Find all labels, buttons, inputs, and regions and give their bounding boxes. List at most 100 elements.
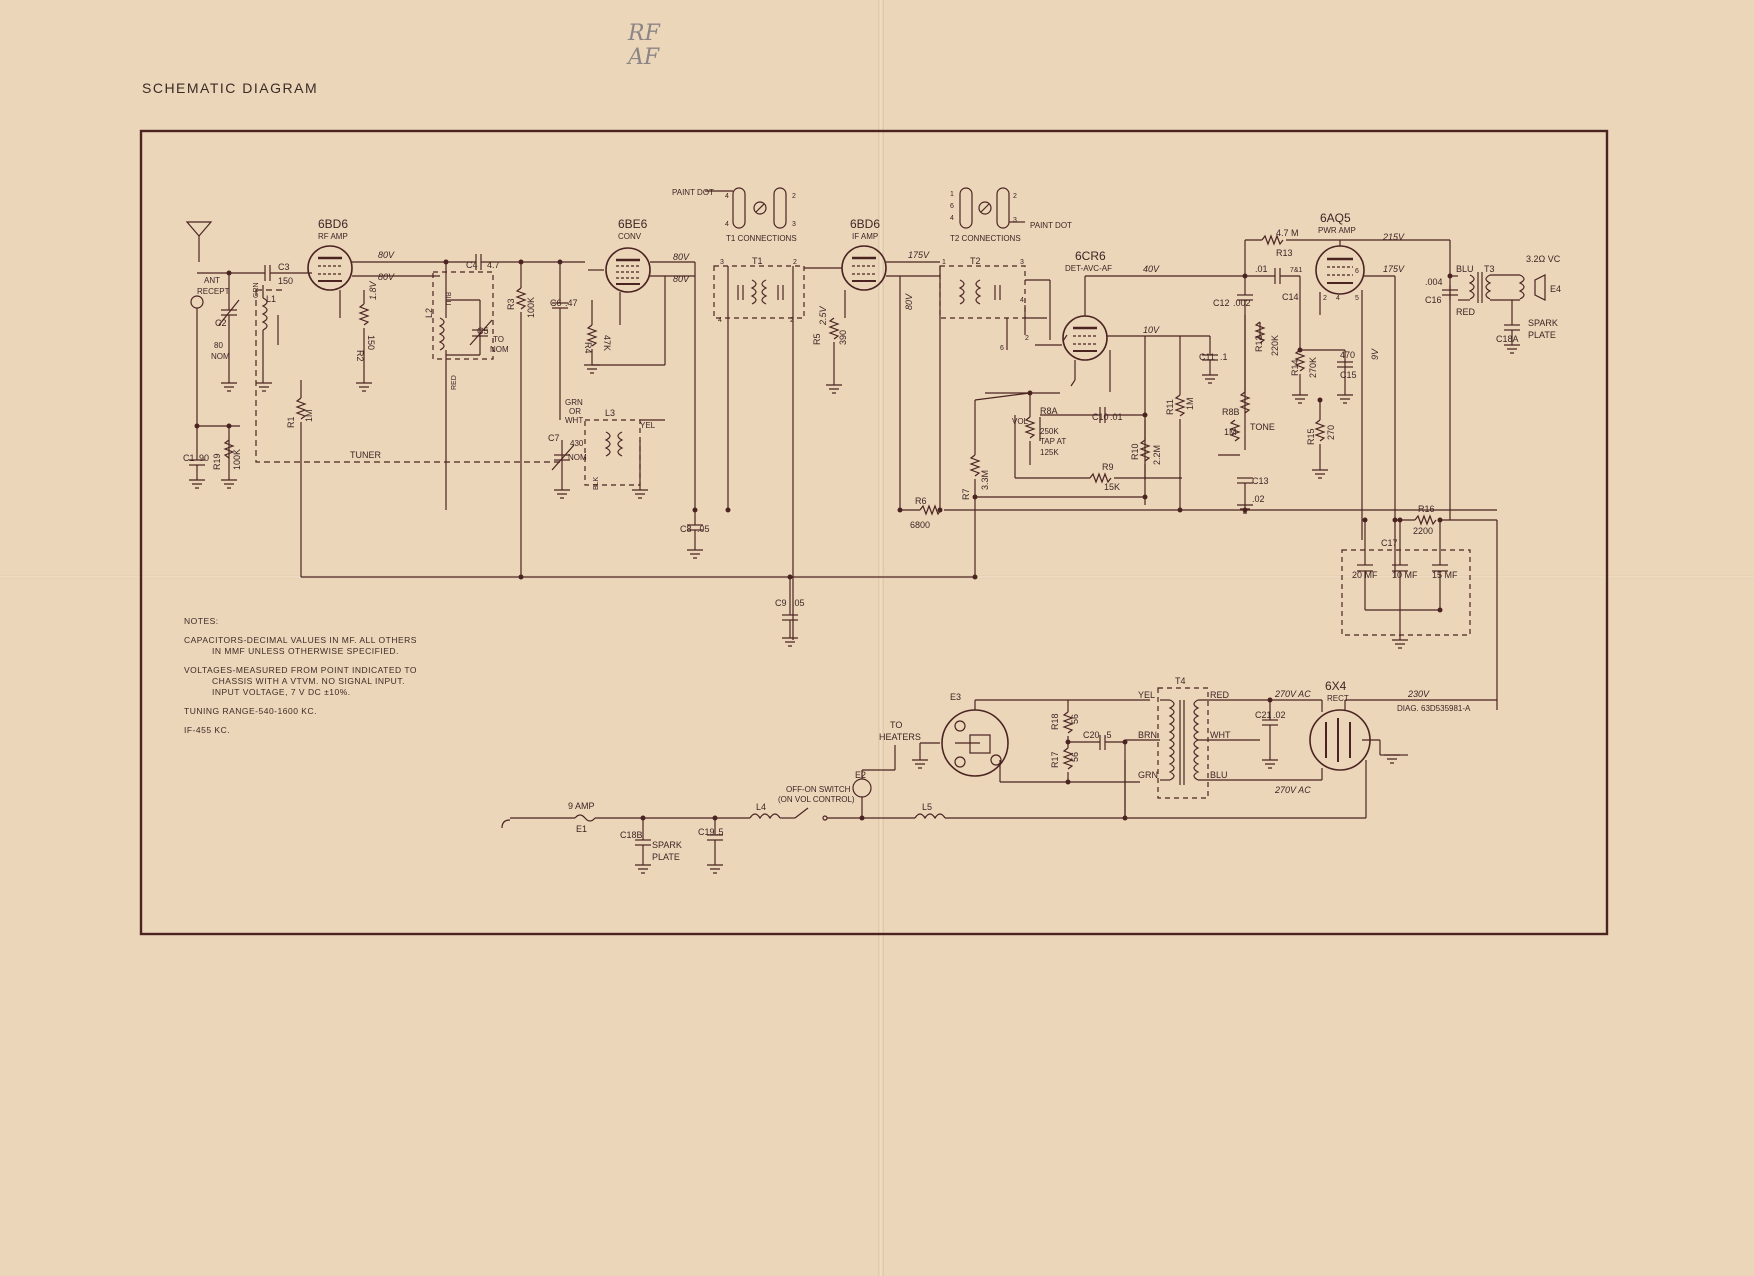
label-red-t4: RED: [1210, 690, 1230, 700]
label-blk: BLK: [593, 476, 600, 490]
svg-text:3: 3: [1013, 217, 1017, 224]
label-v10: 10V: [1143, 325, 1160, 335]
tube-v1-type: 6BD6: [318, 217, 348, 231]
label-r2v: 150: [366, 335, 376, 350]
label-c4v: 4.7: [487, 260, 500, 270]
label-c3: C3: [278, 262, 290, 272]
label-grn: GRN: [253, 282, 260, 298]
tube-v6-role: RECT: [1327, 694, 1349, 703]
label-c17: C17: [1381, 538, 1398, 548]
label-c13: C13: [1252, 476, 1269, 486]
label-paint-dot-2: PAINT DOT: [1030, 221, 1072, 230]
tube-v6-type: 6X4: [1325, 679, 1347, 693]
label-c6: C6: [550, 298, 562, 308]
svg-text:2: 2: [790, 317, 794, 324]
label-c18b: C18B: [620, 830, 643, 840]
component-labels: 6BD6 RF AMP 6BE6 CONV 6BD6 IF AMP 6CR6 D…: [183, 188, 1561, 862]
label-switch-1: OFF-ON SWITCH: [786, 785, 851, 794]
diagram-border: [139, 129, 1609, 936]
label-r13v: 4.7 M: [1276, 228, 1299, 238]
label-c16v: .004: [1425, 277, 1443, 287]
label-c2v1: 80: [214, 341, 223, 350]
label-to-heaters-2: HEATERS: [879, 732, 921, 742]
label-t1-conn: T1 CONNECTIONS: [726, 234, 797, 243]
tube-v5-role: PWR AMP: [1318, 226, 1356, 235]
label-r19: R19: [212, 453, 222, 470]
ground-symbols: [189, 334, 1520, 874]
svg-text:3: 3: [1020, 259, 1024, 266]
label-c15v: 470: [1340, 350, 1355, 360]
label-to: TO: [493, 335, 504, 344]
label-grn-t4: GRN: [1138, 770, 1158, 780]
label-r11: R11: [1165, 399, 1175, 415]
label-r15: R15: [1306, 428, 1316, 445]
label-e2: E2: [855, 770, 866, 780]
label-r18v: 56: [1070, 714, 1080, 724]
tube-v3: [841, 245, 887, 291]
label-v230: 230V: [1407, 689, 1430, 699]
label-v80e: 80V: [904, 293, 914, 310]
junction-dots: [194, 259, 1453, 821]
label-r1: R1: [286, 416, 296, 428]
label-c7v2: NOM: [568, 453, 587, 462]
label-r13: R13: [1276, 248, 1293, 258]
label-v215: 215V: [1382, 232, 1405, 242]
label-v18: 1.8V: [368, 280, 378, 300]
label-r2: R2: [355, 350, 365, 362]
label-v80d: 80V: [673, 274, 690, 284]
label-recept: RECEPT: [197, 287, 230, 296]
svg-text:4: 4: [725, 193, 729, 200]
label-vc: 3.2Ω VC: [1526, 254, 1561, 264]
notes-line-3: VOLTAGES-MEASURED FROM POINT INDICATED T…: [184, 665, 418, 675]
label-fuse-2: E1: [576, 824, 587, 834]
svg-text:2: 2: [793, 259, 797, 266]
label-v9: 9V: [1370, 348, 1380, 360]
label-plate-2: PLATE: [652, 852, 680, 862]
label-r12v: 220K: [1270, 335, 1280, 356]
svg-text:6: 6: [1355, 268, 1359, 275]
svg-text:1: 1: [942, 259, 946, 266]
label-r10v: 2.2M: [1152, 445, 1162, 465]
notes-line-1: CAPACITORS-DECIMAL VALUES IN MF. ALL OTH…: [184, 635, 417, 645]
label-t1: T1: [752, 256, 763, 266]
label-c9: C9: [775, 598, 787, 608]
label-r11v: 1M: [1185, 397, 1195, 410]
tube-v2-type: 6BE6: [618, 217, 648, 231]
label-yel: YEL: [640, 421, 656, 430]
label-t4: T4: [1175, 676, 1186, 686]
label-red-l2: RED: [451, 375, 458, 390]
label-r3v: 100K: [526, 297, 536, 318]
svg-text:3: 3: [792, 221, 796, 228]
label-c17a: 20 MF: [1352, 570, 1378, 580]
notes-block: NOTES: CAPACITORS-DECIMAL VALUES IN MF. …: [184, 616, 417, 736]
label-c7: C7: [548, 433, 560, 443]
svg-text:2: 2: [1025, 335, 1029, 342]
label-blu-t4: BLU: [1210, 770, 1228, 780]
label-grn-or-wht-1: GRN: [565, 398, 583, 407]
label-r14: R14: [1290, 359, 1300, 376]
label-v40: 40V: [1143, 264, 1160, 274]
label-c9v: .05: [792, 598, 805, 608]
label-c6v: .47: [565, 298, 578, 308]
label-v270a: 270V AC: [1274, 689, 1311, 699]
label-c14v: .01: [1255, 264, 1268, 274]
label-c10v: .01: [1110, 412, 1123, 422]
label-vol: VOL: [1012, 417, 1029, 426]
label-plate-1: PLATE: [1528, 330, 1556, 340]
label-grn-or-wht-3: WHT: [565, 416, 583, 425]
label-c17b: 10 MF: [1392, 570, 1418, 580]
label-fuse-1: 9 AMP: [568, 801, 595, 811]
label-c20v: .5: [1104, 730, 1112, 740]
label-ant: ANT: [204, 276, 220, 285]
label-c19: C19: [698, 827, 715, 837]
svg-text:2: 2: [1323, 295, 1327, 302]
label-tuner: TUNER: [350, 450, 381, 460]
pencil-note-line2: AF: [628, 45, 660, 70]
label-r8bv: 1M: [1224, 427, 1237, 437]
label-v175b: 175V: [1383, 264, 1405, 274]
tube-v4-type: 6CR6: [1075, 249, 1106, 263]
label-r8a: R8A: [1040, 406, 1058, 416]
label-v80c: 80V: [673, 252, 690, 262]
label-c11v: .1: [1220, 352, 1228, 362]
label-e3: E3: [950, 692, 961, 702]
